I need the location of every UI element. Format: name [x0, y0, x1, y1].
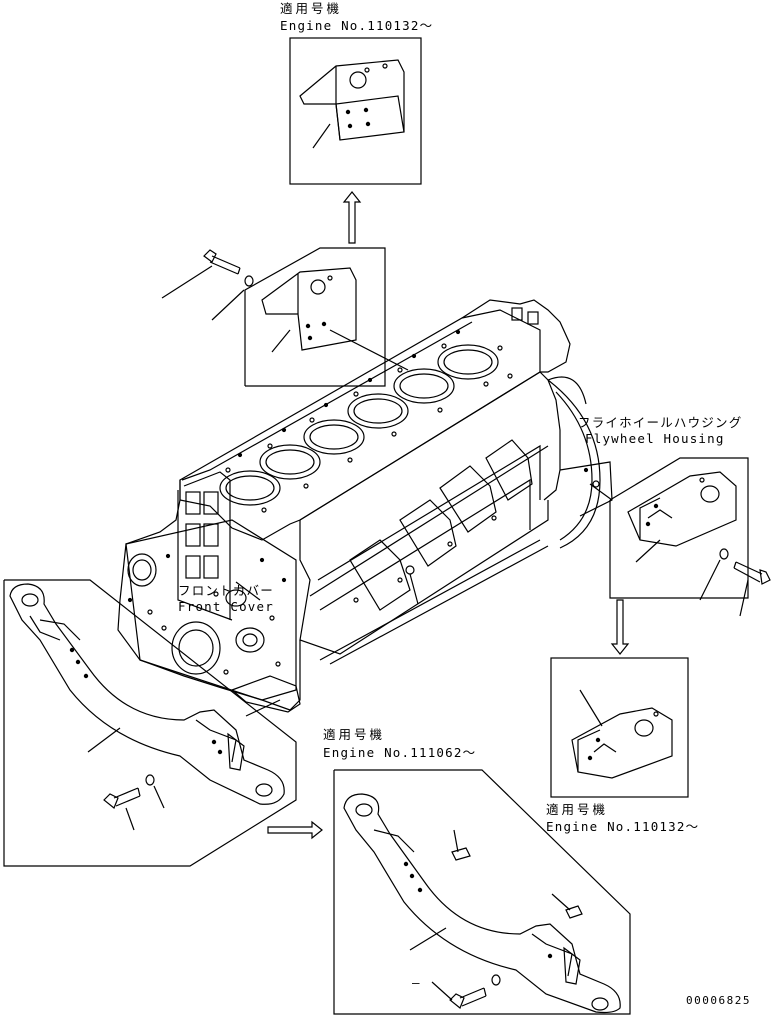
front-support-new-callout: [333, 769, 631, 1015]
arrow-right-icon: [267, 820, 323, 840]
flywheel-housing-jp-label: フライホイールハウジング: [578, 415, 743, 430]
rear-bracket-new-callout: [550, 657, 689, 798]
top-applicable-label: 適用号機: [280, 1, 343, 16]
mid-engine-no-label: Engine No.111062～: [323, 745, 477, 760]
arrow-up-icon: [342, 191, 362, 244]
right-engine-no-label: Engine No.110132～: [546, 819, 700, 834]
upper-bracket-callout: [161, 247, 409, 387]
right-applicable-label: 適用号機: [546, 802, 609, 817]
engine-block: [117, 299, 613, 713]
mid-applicable-label: 適用号機: [323, 727, 386, 742]
drawing-number: 00006825: [686, 994, 751, 1007]
front-support-callout: [3, 579, 297, 867]
top-engine-no-label: Engine No.110132～: [280, 18, 434, 33]
front-cover-jp-label: フロントカバー: [178, 583, 274, 598]
rear-bracket-callout: [589, 457, 771, 617]
front-cover-en-label: Front Cover: [178, 599, 274, 614]
dash-label: –: [412, 975, 421, 990]
top-bracket-callout: [289, 37, 422, 185]
arrow-down-icon: [610, 599, 630, 655]
flywheel-housing-en-label: Flywheel Housing: [585, 431, 725, 446]
